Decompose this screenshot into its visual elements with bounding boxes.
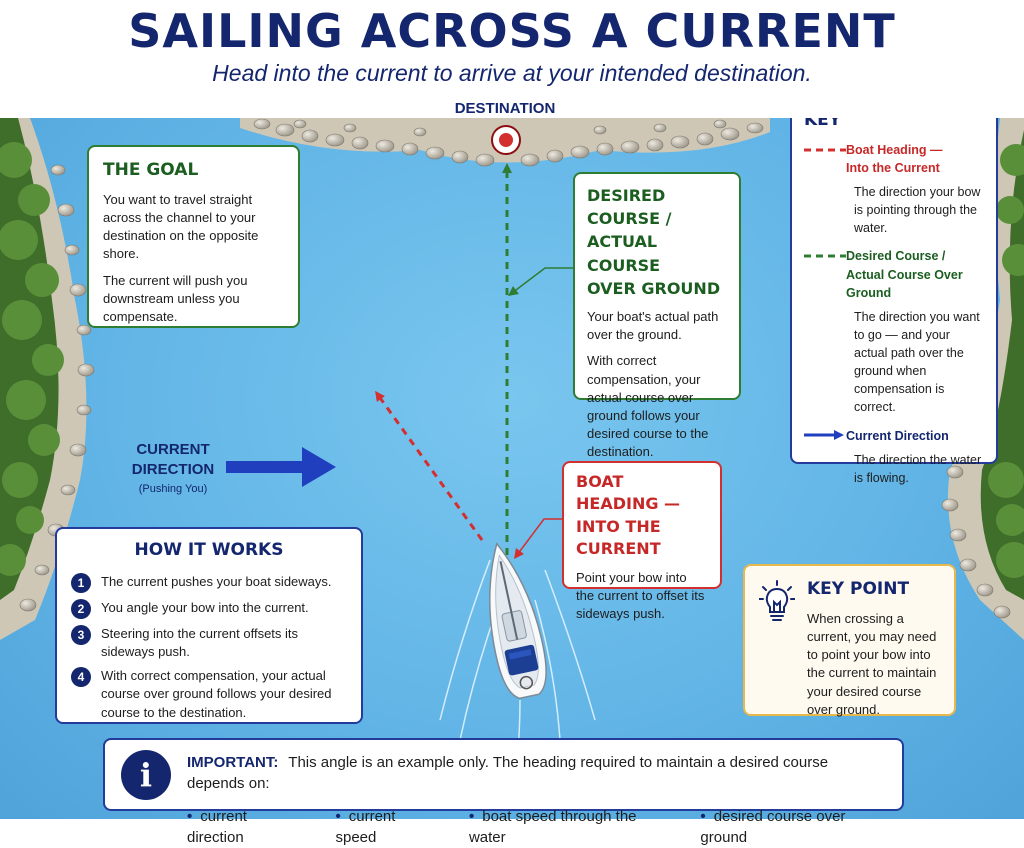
list-item: 1 The current pushes your boat sideways.: [71, 572, 347, 593]
list-item: desired course over ground: [700, 806, 886, 848]
step-number-badge: 1: [71, 572, 91, 593]
step-number-badge: 2: [71, 598, 91, 619]
scene-illustration: [0, 118, 1024, 781]
desired-course-text-1: Your boat's actual path over the ground.: [587, 308, 719, 343]
blue-arrow-icon: [804, 429, 844, 440]
boat-heading-leader: [514, 518, 562, 559]
info-icon: i: [121, 750, 171, 800]
list-item: 4 With correct compensation, your actual…: [71, 667, 347, 722]
key-item-desired-course: Desired Course / Actual Course Over Grou…: [804, 247, 984, 416]
current-direction-label: CURRENT DIRECTION (Pushing You): [131, 441, 215, 495]
current-direction-arrow: [226, 447, 336, 487]
goal-text-1: You want to travel straight across the c…: [103, 191, 259, 262]
list-item: 3 Steering into the current offsets its …: [71, 624, 347, 661]
step-number-badge: 3: [71, 624, 91, 645]
how-it-works-title: HOW IT WORKS: [134, 540, 284, 560]
key-box: KEY Boat Heading — Into the Current The …: [790, 97, 998, 485]
header: SAILING ACROSS A CURRENT Head into the c…: [0, 0, 1024, 118]
green-dashed-line-icon: [804, 254, 846, 258]
list-item: 2 You angle your bow into the current.: [71, 598, 347, 619]
how-it-works-box: HOW IT WORKS 1 The current pushes your b…: [55, 527, 363, 724]
important-box: i IMPORTANT: This angle is an example on…: [103, 738, 904, 846]
left-shore: [0, 118, 95, 640]
goal-title: THE GOAL: [103, 160, 199, 180]
important-text: This angle is an example only. The headi…: [187, 754, 829, 792]
step-text: You angle your bow into the current.: [101, 599, 309, 615]
key-point-title: KEY POINT: [807, 579, 910, 599]
important-bullets: current direction current speed boat spe…: [187, 806, 886, 848]
key-item-current-direction: Current Direction The direction the wate…: [804, 427, 984, 487]
list-item: current speed: [335, 806, 434, 848]
key-point-text: When crossing a current, you may need to…: [807, 610, 937, 717]
step-text: Steering into the current offsets its si…: [101, 625, 299, 659]
desired-course-box: DESIRED COURSE / ACTUAL COURSE OVER GROU…: [573, 172, 741, 459]
boat-heading-text: Point your bow into the current to offse…: [576, 569, 705, 621]
goal-box: THE GOAL You want to travel straight acr…: [87, 145, 300, 328]
desired-course-leader: [508, 267, 573, 297]
desired-course-text-2: With correct compensation, your actual c…: [587, 353, 709, 460]
destination-label: DESTINATION: [454, 100, 556, 117]
key-item-boat-heading: Boat Heading — Into the Current The dire…: [804, 141, 984, 238]
lightbulb-icon: [759, 580, 795, 621]
target-icon: [491, 125, 521, 155]
step-text: With correct compensation, your actual c…: [101, 668, 332, 720]
page-subtitle: Head into the current to arrive at your …: [212, 60, 812, 86]
boat-heading-line: [375, 390, 484, 541]
red-dashed-line-icon: [804, 148, 846, 152]
important-label: IMPORTANT:: [187, 754, 279, 771]
goal-text-2: The current will push you downstream unl…: [103, 272, 248, 324]
desired-course-title: DESIRED COURSE / ACTUAL COURSE OVER GROU…: [587, 186, 721, 298]
key-point-box: KEY POINT When crossing a current, you m…: [743, 564, 956, 717]
step-text: The current pushes your boat sideways.: [101, 573, 332, 589]
page-title: SAILING ACROSS A CURRENT: [128, 4, 896, 58]
list-item: current direction: [187, 806, 301, 848]
boat-heading-box: BOAT HEADING — INTO THE CURRENT Point yo…: [562, 461, 722, 621]
step-number-badge: 4: [71, 667, 91, 688]
list-item: boat speed through the water: [469, 806, 666, 848]
sailboat-icon: [489, 542, 547, 700]
boat-heading-title: BOAT HEADING — INTO THE CURRENT: [576, 472, 681, 559]
